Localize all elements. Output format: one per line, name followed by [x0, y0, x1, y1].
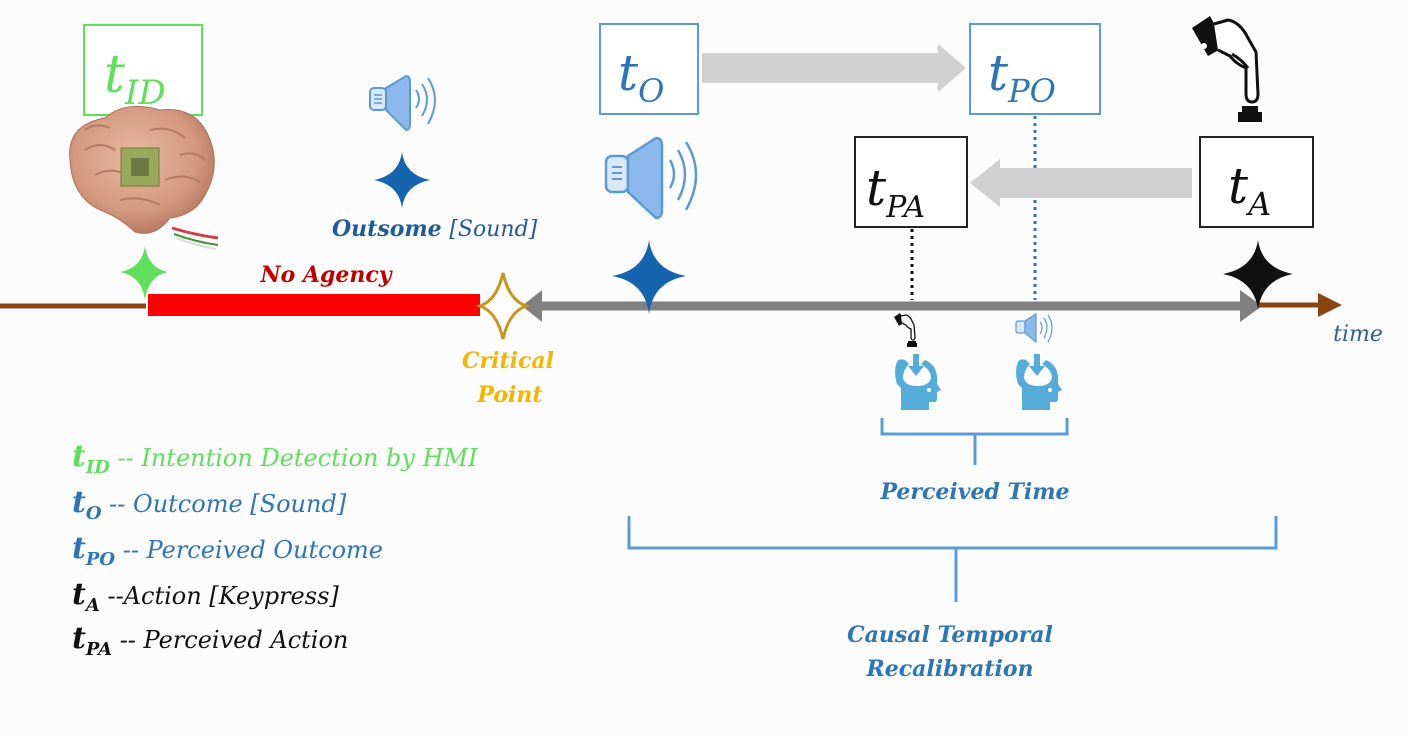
outcome-star-icon — [612, 240, 686, 314]
outcome-sound-label: Outsome [Sound] — [332, 216, 538, 242]
outcome-sound-star-icon — [374, 152, 430, 208]
legend-symbol: t — [72, 485, 86, 520]
legend-symbol: t — [72, 621, 86, 656]
action-shift-arrow — [970, 159, 1192, 207]
keypress-hand-icon-small — [894, 313, 917, 347]
speaker-icon-small — [369, 74, 436, 132]
perceive-head-icon-outcome — [1016, 354, 1062, 410]
legend: tID -- Intention Detection by HMI tO -- … — [72, 439, 478, 660]
t-o-box: tO — [599, 23, 699, 115]
critical-point-label-line2: Point — [476, 382, 542, 408]
legend-item-t-pa: tPA -- Perceived Action — [72, 621, 348, 660]
speaker-icon-outcome — [604, 136, 698, 220]
svg-text:tPO: tPO — [988, 44, 1056, 110]
timeline-axis — [0, 290, 1342, 322]
svg-text:tA: tA — [1228, 157, 1271, 223]
t-a-sub: A — [1245, 185, 1271, 223]
perceived-time-bracket — [880, 418, 1069, 465]
legend-description: -- Intention Detection by HMI — [110, 444, 478, 472]
t-po-box: tPO — [969, 23, 1101, 115]
perceived-time-label: Perceived Time — [879, 479, 1069, 505]
brain-with-chip-icon — [69, 105, 219, 250]
t-pa-base: t — [866, 159, 887, 217]
axis-right-arrowhead — [1240, 290, 1262, 322]
axis-left-arrowhead — [522, 290, 542, 322]
keypress-hand-icon-large — [1192, 16, 1262, 122]
action-star-icon — [1223, 240, 1293, 310]
intention-star-icon — [120, 246, 168, 300]
recalibration-label-line2: Recalibration — [865, 656, 1033, 682]
no-agency-bar — [148, 294, 480, 316]
legend-description: -- Perceived Outcome — [115, 536, 383, 564]
time-axis-label: time — [1333, 322, 1383, 347]
time-arrowhead — [1318, 293, 1342, 317]
legend-subscript: A — [84, 595, 100, 616]
legend-subscript: ID — [85, 457, 110, 478]
legend-symbol: t — [72, 577, 86, 612]
legend-item-t-a: tA --Action [Keypress] — [72, 577, 339, 616]
legend-item-t-o: tO -- Outcome [Sound] — [72, 485, 347, 524]
speaker-icon-perceived — [1015, 312, 1053, 344]
legend-subscript: PO — [85, 549, 116, 570]
t-id-box: tID — [83, 24, 203, 116]
t-pa-box: tPA — [854, 136, 968, 228]
svg-text:tID: tID — [104, 45, 166, 113]
t-a-box: tA — [1199, 136, 1314, 228]
t-o-sub: O — [638, 72, 664, 110]
t-po-sub: PO — [1007, 72, 1056, 110]
outcome-sound-bracket: [Sound] — [449, 217, 537, 242]
outcome-sound-word: Outsome — [332, 216, 449, 242]
svg-text:tPA: tPA — [866, 159, 925, 225]
critical-point-marker — [475, 272, 531, 340]
legend-subscript: O — [86, 503, 102, 524]
recalibration-bracket — [627, 516, 1278, 602]
no-agency-label: No Agency — [259, 262, 393, 288]
perceive-head-icon-action — [895, 354, 941, 410]
svg-text:tO: tO — [618, 44, 664, 110]
t-o-base: t — [618, 44, 639, 102]
critical-point-label-line1: Critical — [462, 348, 554, 374]
legend-symbol: t — [72, 439, 86, 474]
t-pa-sub: PA — [885, 190, 925, 225]
legend-description: -- Outcome [Sound] — [102, 490, 347, 518]
t-po-base: t — [988, 44, 1009, 102]
legend-item-t-id: tID -- Intention Detection by HMI — [72, 439, 478, 478]
recalibration-label-line1: Causal Temporal — [847, 622, 1053, 648]
t-id-base: t — [104, 45, 125, 105]
legend-symbol: t — [72, 531, 86, 566]
t-a-base: t — [1228, 157, 1249, 215]
legend-description: --Action [Keypress] — [100, 582, 340, 610]
legend-item-t-po: tPO -- Perceived Outcome — [72, 531, 383, 570]
legend-subscript: PA — [85, 639, 112, 660]
outcome-shift-arrow — [702, 44, 966, 92]
legend-description: -- Perceived Action — [112, 626, 348, 654]
